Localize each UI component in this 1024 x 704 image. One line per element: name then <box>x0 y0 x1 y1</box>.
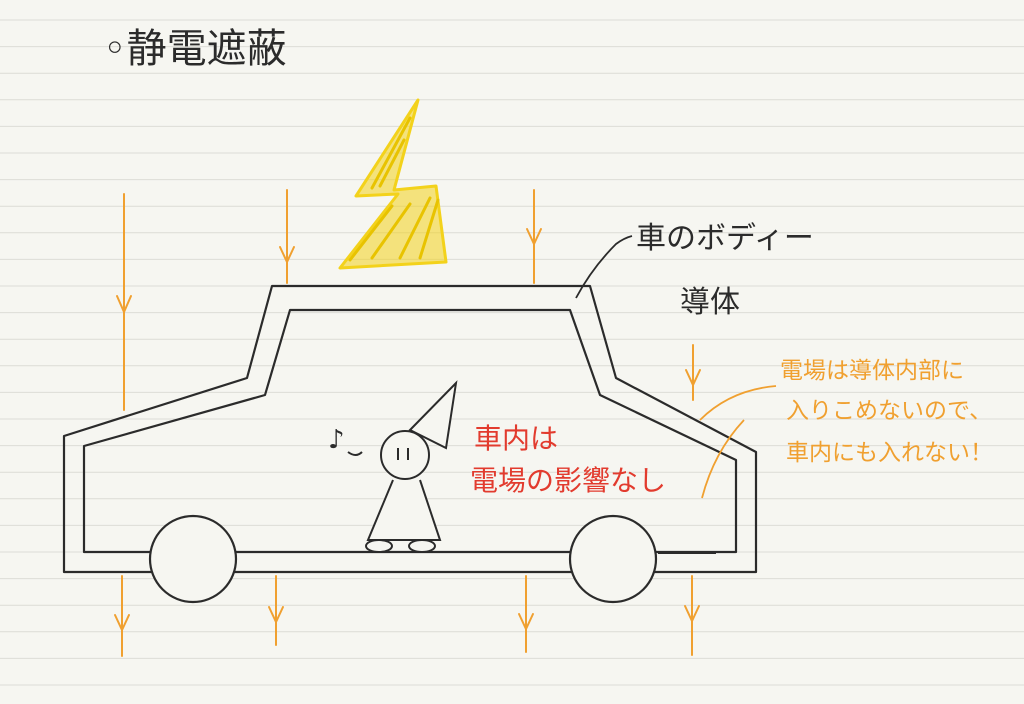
electric-field-lines <box>114 189 701 657</box>
field-arrow-top-2 <box>279 189 295 284</box>
car-body-conductor <box>62 284 758 574</box>
explanation-line2: 入りこめないので、 <box>786 398 992 424</box>
field-arrow-top-3 <box>526 189 542 284</box>
lightning-bolt <box>338 98 448 270</box>
field-arrow-bottom-2 <box>268 575 284 646</box>
music-note-icon: ♪ <box>328 425 345 455</box>
inside-car-note-line2: 電場の影響なし <box>470 464 666 497</box>
rear-wheel <box>568 514 658 604</box>
field-arrow-bottom-4 <box>684 575 700 656</box>
field-arrow-top-4 <box>685 344 701 401</box>
field-arrow-top-1 <box>116 193 132 411</box>
person-figure <box>365 380 458 553</box>
page-title: ◦静電遮蔽 <box>103 26 287 72</box>
inside-car-note-line1: 車内は <box>474 422 558 455</box>
note-leader-upper <box>699 385 777 421</box>
ruled-lines <box>0 19 1024 686</box>
car-wheels <box>148 514 658 604</box>
sound-mark <box>347 451 363 456</box>
field-arrow-bottom-1 <box>114 575 130 657</box>
field-arrow-bottom-3 <box>518 575 534 653</box>
body-leader-line <box>575 235 633 299</box>
conductor-label: 導体 <box>680 285 740 320</box>
front-wheel <box>148 514 238 604</box>
explanation-line1: 電場は導体内部に <box>780 358 964 384</box>
car-body-label: 車のボディー <box>636 221 814 256</box>
explanation-line3: 車内にも入れない！ <box>786 440 993 466</box>
note-leader-lower <box>701 419 745 499</box>
